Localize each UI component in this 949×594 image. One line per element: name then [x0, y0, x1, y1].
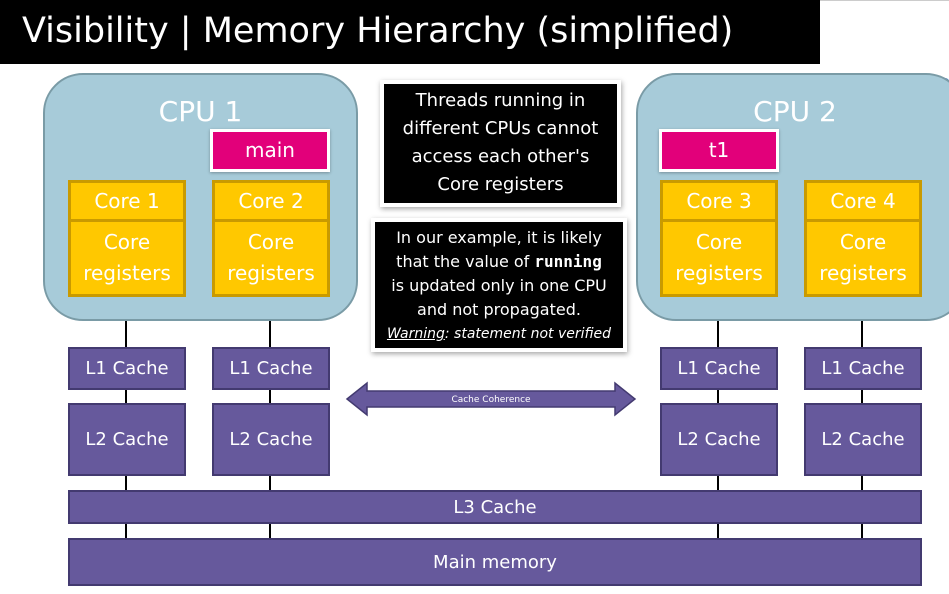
core-2-label: Core 2 [212, 180, 330, 222]
divider [820, 0, 949, 1]
warning-label: Warning [386, 326, 445, 342]
l2-cache-core-3: L2 Cache [660, 403, 778, 476]
note-running-example: In our example, it is likely that the va… [375, 222, 623, 348]
warning-line: Warning: statement not verified [375, 322, 623, 346]
note-line: that the value of running [375, 250, 623, 274]
registers-text: registers [227, 261, 315, 285]
core-3-label: Core 3 [660, 180, 778, 222]
core-1-registers: Core registers [68, 222, 186, 297]
registers-text: Core [247, 230, 295, 254]
core-1-label: Core 1 [68, 180, 186, 222]
code-running: running [534, 252, 602, 271]
registers-text: Core [103, 230, 151, 254]
l2-cache-core-2: L2 Cache [212, 403, 330, 476]
note-text: that the value of [396, 252, 535, 271]
core-4-registers: Core registers [804, 222, 922, 297]
core-4-label: Core 4 [804, 180, 922, 222]
l2-cache-core-4: L2 Cache [804, 403, 922, 476]
core-2-registers: Core registers [212, 222, 330, 297]
l3-cache: L3 Cache [68, 490, 922, 524]
l1-cache-core-3: L1 Cache [660, 347, 778, 390]
cache-coherence-arrow [345, 381, 637, 417]
cache-coherence-label: Cache Coherence [451, 395, 531, 405]
core-3-registers: Core registers [660, 222, 778, 297]
warning-text: : statement not verified [444, 326, 612, 342]
slide-title: Visibility | Memory Hierarchy (simplifie… [0, 0, 820, 64]
thread-tag-main: main [210, 129, 330, 172]
cpu-1-label: CPU 1 [158, 95, 243, 128]
registers-text: Core [695, 230, 743, 254]
note-cpu-registers: Threads running in different CPUs cannot… [384, 84, 617, 203]
note-line: different CPUs cannot [402, 118, 599, 139]
note-line: is updated only in one CPU [391, 276, 607, 295]
registers-text: registers [675, 261, 763, 285]
note-line: access each other's [411, 146, 590, 167]
cpu-2-label: CPU 2 [753, 95, 837, 128]
thread-tag-t1: t1 [659, 129, 779, 172]
main-memory: Main memory [68, 538, 922, 586]
l1-cache-core-1: L1 Cache [68, 347, 186, 390]
l1-cache-core-2: L1 Cache [212, 347, 330, 390]
l1-cache-core-4: L1 Cache [804, 347, 922, 390]
note-line: Core registers [437, 174, 564, 195]
note-line: In our example, it is likely [396, 228, 602, 247]
note-line: Threads running in [415, 90, 586, 111]
l2-cache-core-1: L2 Cache [68, 403, 186, 476]
registers-text: registers [83, 261, 171, 285]
registers-text: registers [819, 261, 907, 285]
note-line: and not propagated. [417, 300, 581, 319]
registers-text: Core [839, 230, 887, 254]
